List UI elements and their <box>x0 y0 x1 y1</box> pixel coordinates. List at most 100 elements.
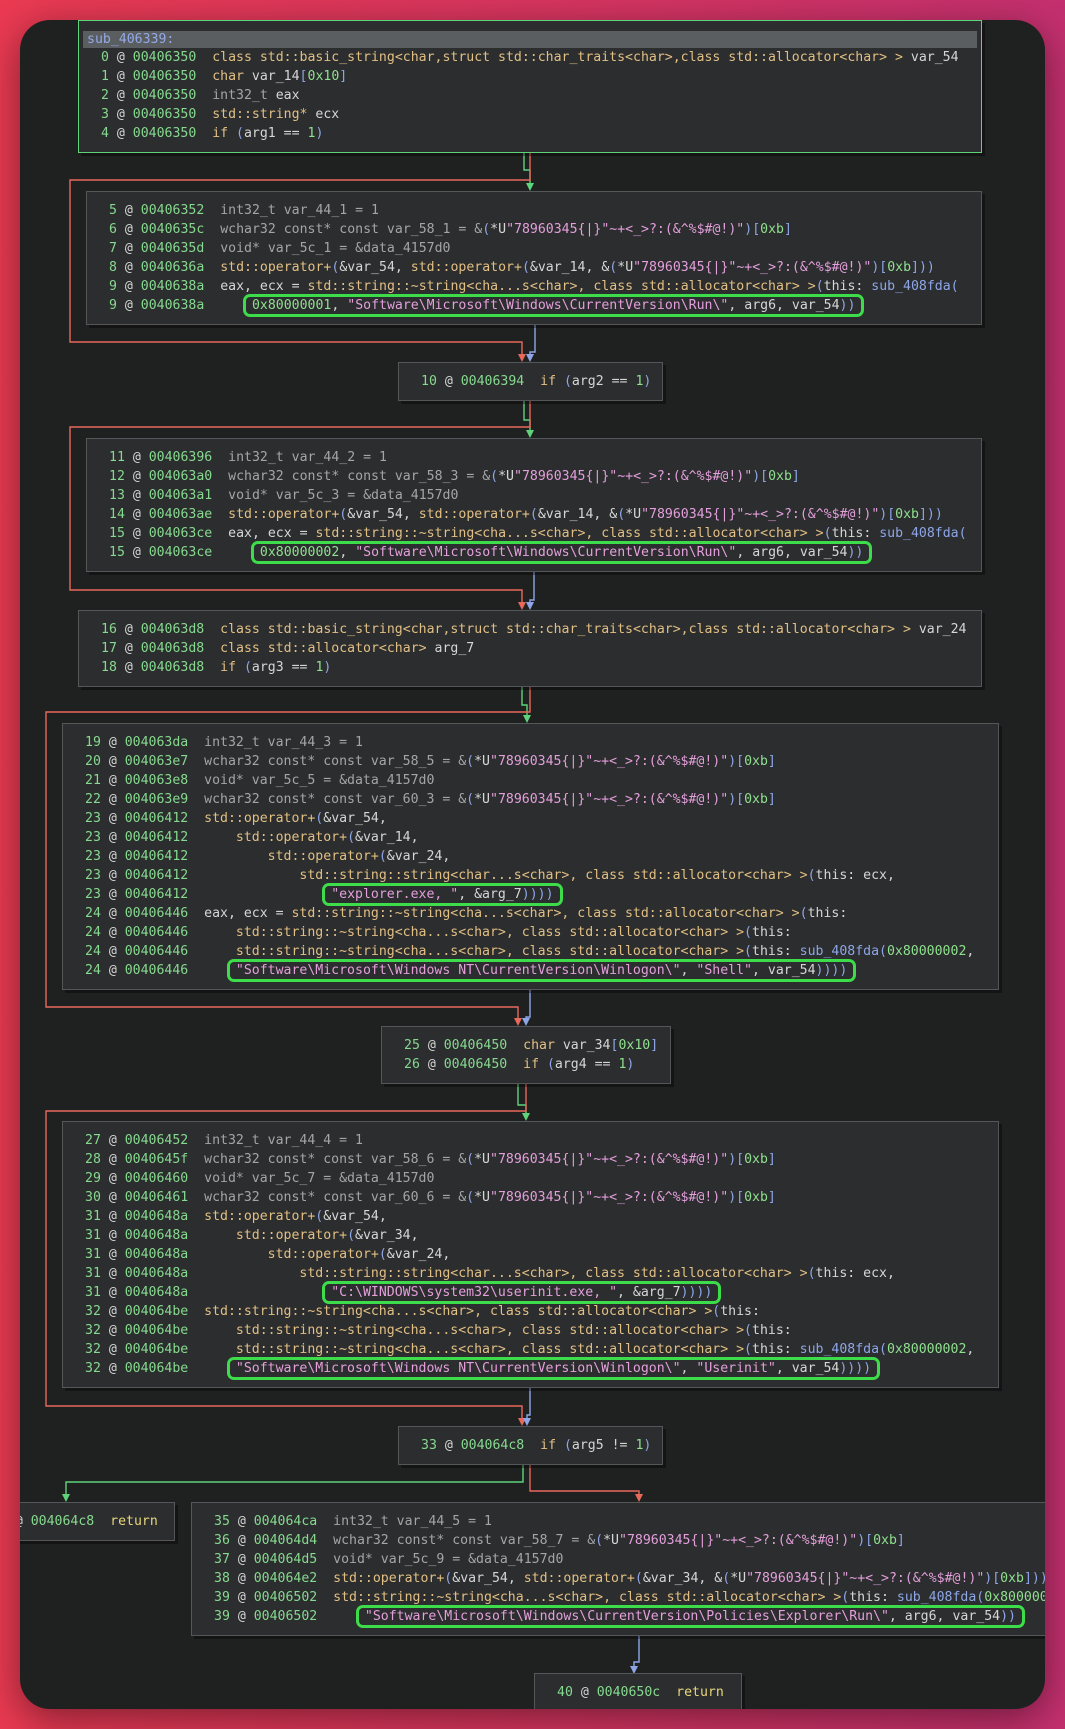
highlighted-registry-persistence[interactable]: "Software\Microsoft\Windows NT\CurrentVe… <box>230 962 853 979</box>
instruction-address[interactable]: 00406450 <box>443 1057 508 1072</box>
code-line[interactable]: 23 @ 00406412 std::string::string<char..… <box>85 866 998 885</box>
code-text[interactable]: void* var_5c_5 = &data_4157d0 <box>204 773 434 788</box>
basic-block-check-arg5[interactable]: 33 @ 004064c8 if (arg5 != 1) <box>398 1426 663 1465</box>
code-text[interactable]: eax, ecx = std::string::~string<cha...s<… <box>204 906 847 921</box>
code-text[interactable]: return <box>676 1685 724 1700</box>
highlighted-registry-persistence[interactable]: 0x80000002, "Software\Microsoft\Windows\… <box>254 544 869 561</box>
code-line[interactable]: 31 @ 0040648a std::operator+(&var_34, <box>85 1226 998 1245</box>
code-line[interactable]: 6 @ 0040635c wchar32 const* const var_58… <box>109 220 981 239</box>
instruction-address[interactable]: 00406446 <box>124 906 189 921</box>
function-name-header[interactable]: sub_406339: <box>83 31 977 48</box>
code-line[interactable]: 32 @ 004064be std::string::~string<cha..… <box>85 1340 998 1359</box>
code-text[interactable]: std::string::~string<cha...s<char>, clas… <box>236 1342 974 1357</box>
code-line[interactable]: 9 @ 0040638a eax, ecx = std::string::~st… <box>109 277 981 296</box>
instruction-address[interactable]: 0040636a <box>140 260 205 275</box>
code-text[interactable]: if (arg3 == 1) <box>220 660 331 675</box>
instruction-address[interactable]: 004063ce <box>148 545 213 560</box>
code-line[interactable]: 3 @ 00406350 std::string* ecx <box>101 105 981 124</box>
code-text[interactable]: std::operator+(&var_54, std::operator+(&… <box>228 507 943 522</box>
code-line[interactable]: 23 @ 00406412 std::operator+(&var_54, <box>85 809 998 828</box>
code-text[interactable]: std::string::~string<cha...s<char>, clas… <box>236 944 974 959</box>
instruction-address[interactable]: 004064be <box>124 1323 189 1338</box>
code-line[interactable]: 2 @ 00406350 int32_t eax <box>101 86 981 105</box>
code-text[interactable]: if (arg1 == 1) <box>212 126 323 141</box>
code-text[interactable]: std::string::~string<cha...s<char>, clas… <box>236 1323 792 1338</box>
true-branch-edge[interactable] <box>523 399 531 432</box>
highlighted-registry-persistence[interactable]: "Software\Microsoft\Windows NT\CurrentVe… <box>230 1360 877 1377</box>
instruction-address[interactable]: 004063ae <box>148 507 213 522</box>
code-line[interactable]: 9 @ 0040638a 0x80000001, "Software\Micro… <box>109 296 981 315</box>
code-text[interactable]: std::operator+(&var_14, <box>236 830 419 845</box>
code-line[interactable]: 23 @ 00406412 std::operator+(&var_24, <box>85 847 998 866</box>
code-line[interactable]: 37 @ 004064d5 void* var_5c_9 = &data_415… <box>214 1550 1045 1569</box>
code-line[interactable]: 26 @ 00406450 if (arg4 == 1) <box>404 1055 670 1074</box>
instruction-address[interactable]: 00406460 <box>124 1171 189 1186</box>
instruction-address[interactable]: 004064e2 <box>253 1571 318 1586</box>
instruction-address[interactable]: 004063da <box>124 735 189 750</box>
code-line[interactable]: 31 @ 0040648a std::operator+(&var_54, <box>85 1207 998 1226</box>
instruction-address[interactable]: 004063d8 <box>140 641 205 656</box>
code-line[interactable]: 29 @ 00406460 void* var_5c_7 = &data_415… <box>85 1169 998 1188</box>
code-line[interactable]: 15 @ 004063ce eax, ecx = std::string::~s… <box>109 524 981 543</box>
unconditional-edge[interactable] <box>525 988 531 1020</box>
code-line[interactable]: 16 @ 004063d8 class std::basic_string<ch… <box>101 620 981 639</box>
code-line[interactable]: 28 @ 0040645f wchar32 const* const var_5… <box>85 1150 998 1169</box>
code-text[interactable]: std::string::string<char...s<char>, clas… <box>299 1266 895 1281</box>
code-line[interactable]: 8 @ 0040636a std::operator+(&var_54, std… <box>109 258 981 277</box>
true-branch-edge[interactable] <box>523 150 531 185</box>
instruction-address[interactable]: 0040648a <box>124 1247 189 1262</box>
unconditional-edge[interactable] <box>529 322 536 356</box>
instruction-address[interactable]: 004063e9 <box>124 792 189 807</box>
code-text[interactable]: eax, ecx = std::string::~string<cha...s<… <box>220 279 958 294</box>
instruction-address[interactable]: 00406350 <box>132 126 197 141</box>
code-text[interactable]: if (arg5 != 1) <box>540 1438 651 1453</box>
instruction-address[interactable]: 00406502 <box>253 1609 318 1624</box>
code-line[interactable]: 1 @ 00406350 char var_14[0x10] <box>101 67 981 86</box>
instruction-address[interactable]: 00406412 <box>124 830 189 845</box>
instruction-address[interactable]: 00406350 <box>132 107 197 122</box>
instruction-address[interactable]: 004064be <box>124 1342 189 1357</box>
instruction-address[interactable]: 00406350 <box>132 69 197 84</box>
code-line[interactable]: 20 @ 004063e7 wchar32 const* const var_5… <box>85 752 998 771</box>
code-token[interactable]: sub_408fda( <box>799 1342 887 1357</box>
code-line[interactable]: 33 @ 004064c8 if (arg5 != 1) <box>421 1436 662 1455</box>
code-line[interactable]: 31 @ 0040648a std::operator+(&var_24, <box>85 1245 998 1264</box>
true-branch-edge[interactable] <box>65 1462 524 1496</box>
code-text[interactable]: std::operator+(&var_54, std::operator+(&… <box>220 260 935 275</box>
instruction-address[interactable]: 00406446 <box>124 963 189 978</box>
instruction-address[interactable]: 004063a1 <box>148 488 213 503</box>
code-line[interactable]: 23 @ 00406412 std::operator+(&var_14, <box>85 828 998 847</box>
code-text[interactable]: void* var_5c_1 = &data_4157d0 <box>220 241 450 256</box>
instruction-address[interactable]: 00406350 <box>132 88 197 103</box>
code-line[interactable]: 10 @ 00406394 if (arg2 == 1) <box>421 372 662 391</box>
code-line[interactable]: 32 @ 004064be "Software\Microsoft\Window… <box>85 1359 998 1378</box>
instruction-address[interactable]: 00406352 <box>140 203 205 218</box>
code-text[interactable]: int32_t var_44_1 = 1 <box>220 203 379 218</box>
highlighted-registry-persistence[interactable]: 0x80000001, "Software\Microsoft\Windows\… <box>246 297 861 314</box>
code-text[interactable]: int32_t var_44_3 = 1 <box>204 735 363 750</box>
highlighted-registry-persistence[interactable]: "C:\WINDOWS\system32\userinit.exe, ", &a… <box>325 1284 718 1301</box>
code-line[interactable]: 27 @ 00406452 int32_t var_44_4 = 1 <box>85 1131 998 1150</box>
instruction-address[interactable]: 00406412 <box>124 849 189 864</box>
code-line[interactable]: 24 @ 00406446 std::string::~string<cha..… <box>85 942 998 961</box>
instruction-address[interactable]: 0040638a <box>140 298 205 313</box>
code-text[interactable]: return <box>110 1514 158 1529</box>
instruction-address[interactable]: 004063ce <box>148 526 213 541</box>
unconditional-edge[interactable] <box>529 569 535 604</box>
instruction-address[interactable]: 004063d8 <box>140 660 205 675</box>
code-line[interactable]: 22 @ 004063e9 wchar32 const* const var_6… <box>85 790 998 809</box>
code-text[interactable]: std::string* ecx <box>212 107 339 122</box>
code-line[interactable]: 30 @ 00406461 wchar32 const* const var_6… <box>85 1188 998 1207</box>
basic-block-check-arg3[interactable]: 16 @ 004063d8 class std::basic_string<ch… <box>78 610 982 687</box>
code-line[interactable]: 39 @ 00406502 std::string::~string<cha..… <box>214 1588 1045 1607</box>
code-text[interactable]: std::string::~string<cha...s<char>, clas… <box>204 1304 760 1319</box>
instruction-address[interactable]: 004064d5 <box>253 1552 318 1567</box>
instruction-address[interactable]: 00406461 <box>124 1190 189 1205</box>
code-token[interactable]: sub_408fda( <box>879 526 967 541</box>
code-text[interactable]: wchar32 const* const var_58_1 = &(*U"789… <box>220 222 792 237</box>
code-line[interactable]: 14 @ 004063ae std::operator+(&var_54, st… <box>109 505 981 524</box>
instruction-address[interactable]: 004064c8 <box>460 1438 525 1453</box>
code-text[interactable]: wchar32 const* const var_58_6 = &(*U"789… <box>204 1152 776 1167</box>
code-text[interactable]: std::string::string<char...s<char>, clas… <box>299 868 895 883</box>
